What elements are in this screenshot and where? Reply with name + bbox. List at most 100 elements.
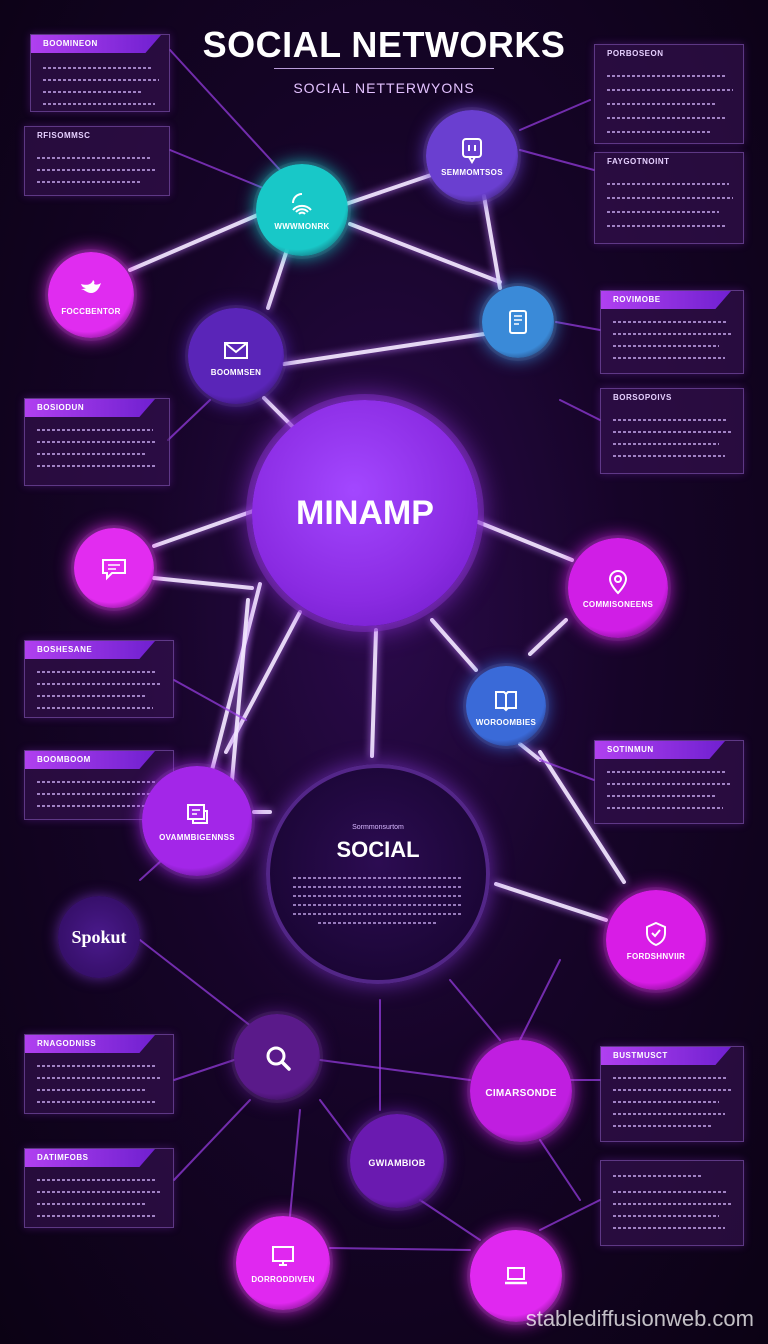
node-shield[interactable]: FORDSHNVIIR — [606, 890, 706, 990]
spoke-node[interactable]: Spokut — [58, 896, 140, 978]
info-card-6: RNAGODNISS — [24, 1034, 174, 1114]
social-hub-caption: Sormmonsurtom — [352, 824, 404, 831]
title-divider — [274, 68, 494, 69]
link-faint-1 — [169, 149, 269, 191]
info-card-8: PORBOSEON — [594, 44, 744, 144]
book-icon — [492, 686, 520, 714]
card-header: ROVIMOBE — [601, 291, 731, 309]
card-header: BORSOPOIVS — [613, 393, 672, 402]
info-card-4: BOSHESANE — [24, 640, 174, 718]
node-location[interactable]: COMMISONEENS — [568, 538, 668, 638]
link-faint-15 — [139, 939, 257, 1031]
node-cimarsonde[interactable]: CIMARSONDE — [470, 1040, 572, 1142]
card-header: SOTINMUN — [595, 741, 725, 759]
link-strong-5 — [482, 194, 502, 290]
link-strong-16 — [518, 742, 542, 762]
card-header: BOOMINEON — [31, 35, 161, 53]
info-card-7: DATIMFOBS — [24, 1148, 174, 1228]
node-search[interactable] — [234, 1014, 320, 1100]
presentation-icon — [183, 801, 211, 829]
link-faint-2 — [169, 49, 281, 171]
card-header: PORBOSEON — [607, 49, 664, 58]
page-title: SOCIAL NETWORKS — [202, 24, 566, 65]
link-strong-12 — [430, 618, 478, 672]
link-faint-12 — [539, 1199, 601, 1231]
social-hub-label: SOCIAL — [336, 837, 420, 862]
link-faint-4 — [173, 679, 247, 721]
info-card-9: FAYGOTNOINT — [594, 152, 744, 244]
bird-icon — [77, 275, 105, 303]
link-strong-20 — [230, 598, 250, 782]
info-card-3: BOSIODUN — [24, 398, 170, 486]
node-gwiambiob[interactable]: GWIAMBIOB — [350, 1114, 444, 1208]
card-header: BOSIODUN — [25, 399, 155, 417]
desktop-icon — [269, 1243, 297, 1271]
central-hub[interactable]: MINAMP — [252, 400, 478, 626]
info-card-13: BUSTMUSCT — [600, 1046, 744, 1142]
node-chat[interactable]: SEMMOMTSOS — [426, 110, 518, 202]
laptop-icon — [502, 1262, 530, 1290]
node-book[interactable]: WOROOMBIES — [466, 666, 546, 746]
link-strong-1 — [128, 212, 262, 272]
link-strong-8 — [152, 508, 258, 548]
link-faint-25 — [519, 959, 561, 1041]
watermark-text: stablediffusionweb.com — [525, 1306, 754, 1331]
card-header: DATIMFOBS — [25, 1149, 155, 1167]
card-header: BOSHESANE — [25, 641, 155, 659]
link-faint-14 — [173, 1099, 251, 1181]
page-subtitle: SOCIAL NETTERWYONS — [293, 80, 475, 96]
card-header: BOOMBOOM — [25, 751, 155, 769]
info-card-12: SOTINMUN — [594, 740, 744, 824]
link-faint-18 — [449, 979, 501, 1041]
link-strong-18 — [494, 882, 608, 922]
central-hub-label: MINAMP — [296, 493, 434, 532]
link-strong-17 — [538, 750, 626, 884]
link-faint-9 — [559, 399, 601, 421]
node-wifi[interactable]: WWWMONRK — [256, 164, 348, 256]
node-tablet[interactable] — [482, 286, 554, 358]
link-strong-4 — [348, 222, 502, 284]
link-strong-10 — [476, 520, 574, 562]
link-strong-15 — [210, 582, 262, 772]
tablet-icon — [504, 308, 532, 336]
node-laptop[interactable] — [470, 1230, 562, 1322]
info-card-2: RFISOMMSC — [24, 126, 170, 196]
link-faint-21 — [419, 1199, 481, 1241]
link-strong-9 — [152, 576, 254, 590]
location-icon — [604, 568, 632, 596]
link-faint-6 — [519, 99, 591, 131]
card-header: RNAGODNISS — [25, 1035, 155, 1053]
node-desktop[interactable]: DORRODDIVEN — [236, 1216, 330, 1310]
wifi-icon — [288, 190, 316, 218]
node-message[interactable] — [74, 528, 154, 608]
card-header: RFISOMMSC — [37, 131, 91, 140]
message-icon — [100, 554, 128, 582]
card-header: FAYGOTNOINT — [607, 157, 670, 166]
mail-icon — [222, 336, 250, 364]
node-presentation[interactable]: OVAMMBIGENNSS — [142, 766, 252, 876]
link-faint-20 — [289, 1109, 301, 1217]
link-faint-13 — [173, 1059, 235, 1081]
link-faint-19 — [319, 1099, 351, 1141]
social-hub[interactable]: Sormmonsurtom SOCIAL — [266, 764, 490, 984]
info-card-10: ROVIMOBE — [600, 290, 744, 374]
link-strong-13 — [370, 628, 378, 758]
link-faint-16 — [319, 1059, 471, 1081]
link-faint-7 — [519, 149, 595, 171]
chat-icon — [458, 136, 486, 164]
info-card-11: BORSOPOIVS — [600, 388, 744, 474]
info-card-1: BOOMINEON — [30, 34, 170, 112]
link-faint-10 — [539, 759, 595, 781]
spoke-label: Spokut — [71, 926, 127, 947]
link-faint-24 — [329, 1247, 471, 1251]
link-faint-22 — [539, 1139, 581, 1201]
info-card-14 — [600, 1160, 744, 1246]
link-faint-3 — [167, 399, 211, 441]
search-icon — [263, 1043, 291, 1071]
node-bird[interactable]: FOCCBENTOR — [48, 252, 134, 338]
node-mail[interactable]: BOOMMSEN — [188, 308, 284, 404]
link-strong-7 — [262, 396, 294, 428]
link-faint-23 — [139, 859, 163, 881]
